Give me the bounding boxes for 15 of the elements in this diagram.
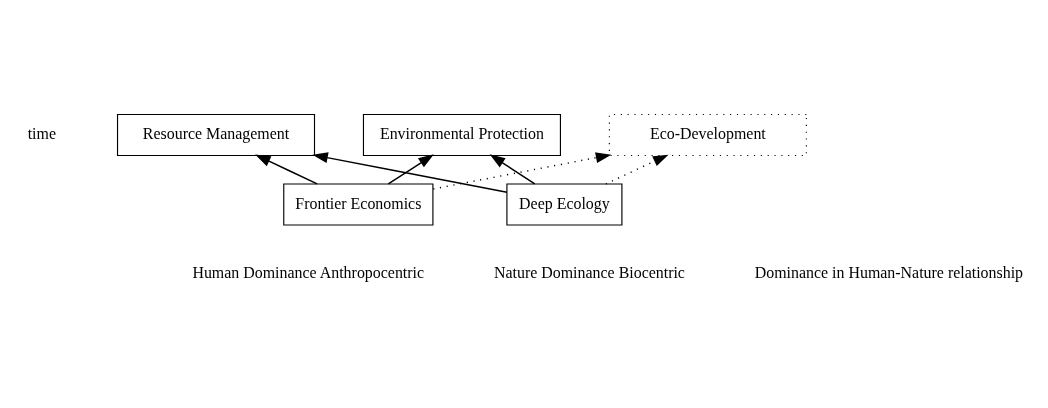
label: Human Dominance Anthropocentric	[192, 263, 425, 281]
arrow	[489, 153, 536, 185]
node-box: Deep Ecology	[506, 182, 623, 226]
arrow	[387, 153, 434, 185]
label: Dominance in Human-Nature relationship	[754, 263, 1024, 281]
node-box: Environmental Protection	[362, 113, 561, 156]
arrow	[432, 151, 612, 190]
arrow	[255, 154, 318, 185]
node-box: Resource Management	[116, 113, 316, 156]
label: time	[27, 124, 56, 142]
arrow	[605, 154, 669, 185]
node-box: Eco-Development	[608, 113, 807, 156]
node-box: Frontier Economics	[283, 182, 434, 226]
arrow	[312, 151, 508, 193]
label: Nature Dominance Biocentric	[493, 263, 685, 281]
